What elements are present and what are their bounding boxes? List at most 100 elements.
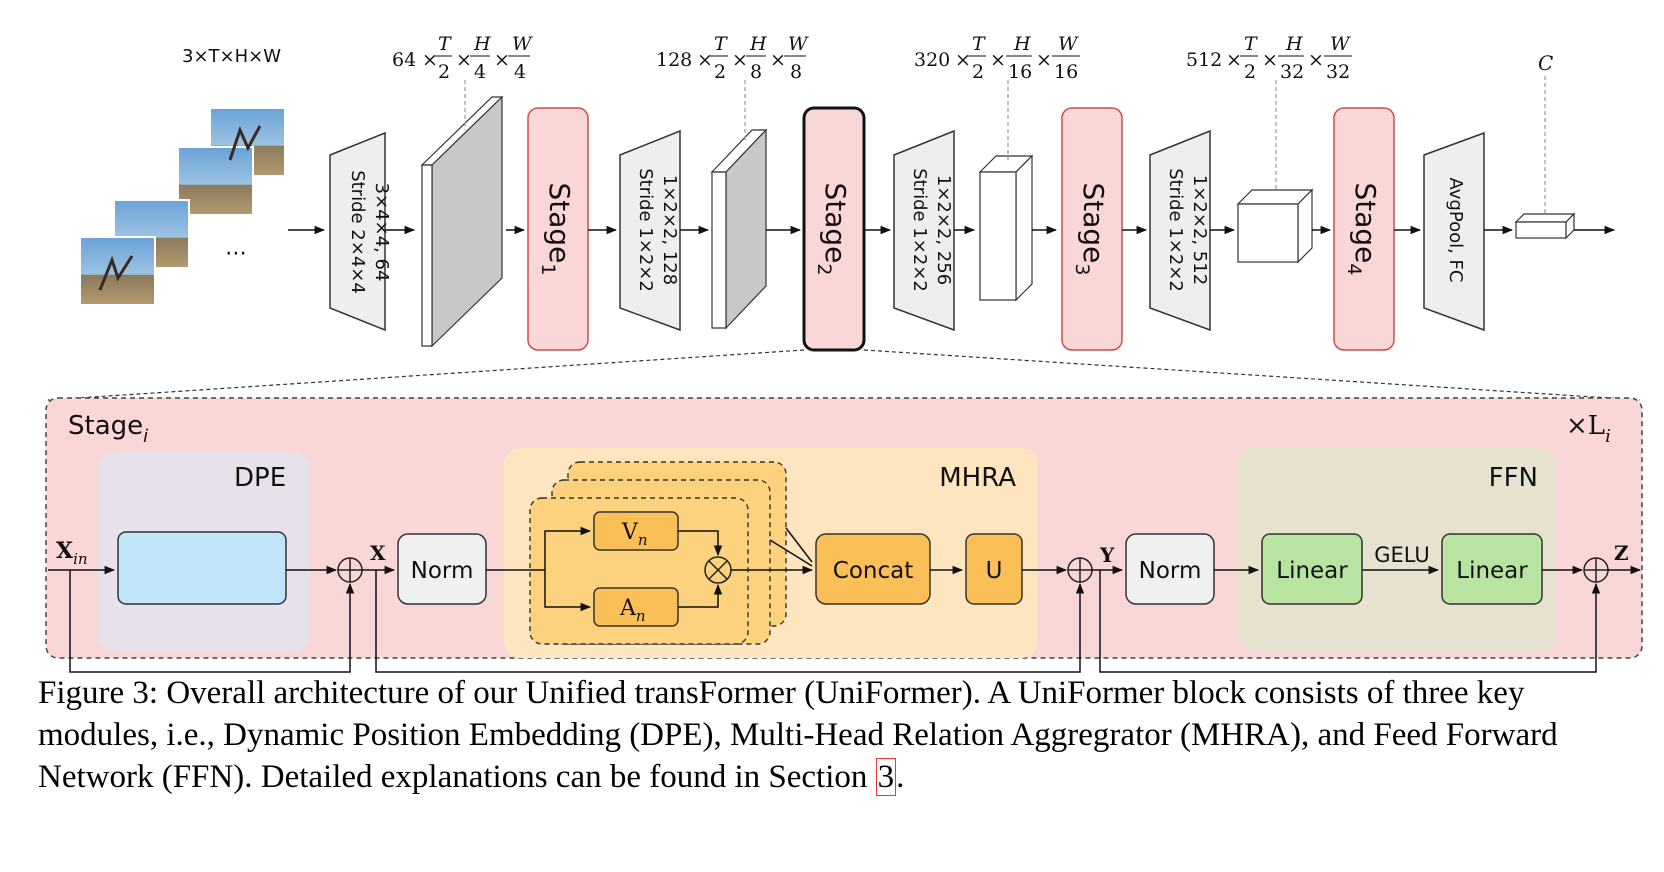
patch-embed-4: 1×2×2, 512 Stride 1×2×2: [1149, 129, 1211, 332]
svg-text:T: T: [438, 33, 452, 55]
output-dim-label: C: [1538, 51, 1553, 75]
repeat-label: ×Li: [1566, 411, 1611, 447]
svg-text:T: T: [1244, 33, 1258, 55]
svg-text:1×2×2, 512: 1×2×2, 512: [1189, 175, 1210, 285]
svg-text:×: ×: [732, 49, 748, 71]
svg-text:×: ×: [1036, 49, 1052, 71]
linear-1-box: [1261, 533, 1363, 605]
svg-text:32: 32: [1280, 61, 1304, 83]
svg-text:128: 128: [656, 49, 692, 71]
caption-text: Figure 3: Overall architecture of our Un…: [38, 675, 1558, 795]
svg-text:Stride 1×2×2: Stride 1×2×2: [1165, 168, 1186, 292]
zoom-line-right: [863, 349, 1641, 401]
svg-text:H: H: [1285, 33, 1303, 55]
svg-text:W: W: [512, 33, 533, 55]
add-icon-1: [337, 557, 363, 583]
add-icon-2: [1067, 557, 1093, 583]
svg-text:32: 32: [1326, 61, 1350, 83]
feature-map-1: [420, 95, 504, 348]
dims-label-3: 320 × T 2 × H 16 × W 16: [914, 33, 1080, 83]
svg-text:Stage2: Stage2: [813, 182, 852, 275]
section-reference-link[interactable]: 3: [875, 758, 897, 796]
norm-2-label: Norm: [1139, 558, 1202, 584]
svg-text:×: ×: [1262, 49, 1278, 71]
gelu-label: GELU: [1374, 543, 1430, 567]
x-in-label: Xin: [56, 538, 88, 568]
feature-map-2: [710, 128, 768, 330]
input-dims-label: 3×T×H×W: [182, 46, 281, 67]
svg-text:2: 2: [1244, 61, 1256, 83]
svg-text:Stage3: Stage3: [1071, 182, 1110, 275]
dims-label-1: 64 × T 2 × H 4 × W 4: [392, 33, 533, 83]
svg-text:4: 4: [474, 61, 486, 83]
u-box: [965, 533, 1023, 605]
svg-text:4: 4: [514, 61, 526, 83]
svg-text:16: 16: [1008, 61, 1032, 83]
mhra-title: MHRA: [939, 463, 1016, 493]
svg-text:W: W: [1058, 33, 1079, 55]
svg-text:H: H: [473, 33, 491, 55]
frames-ellipsis: ⋯: [225, 241, 247, 266]
zoom-line-left: [47, 349, 805, 401]
dwconv-box: [117, 531, 287, 605]
output-vector: [1514, 212, 1576, 240]
stage-1-block: Stage1: [527, 107, 589, 351]
svg-text:Stride 1×2×2: Stride 1×2×2: [909, 168, 930, 292]
svg-text:1×2×2, 128: 1×2×2, 128: [659, 175, 680, 285]
dpe-title: DPE: [234, 463, 286, 493]
svg-text:×: ×: [697, 49, 713, 71]
svg-text:2: 2: [438, 61, 450, 83]
linear-2-label: Linear: [1456, 558, 1528, 584]
svg-text:W: W: [788, 33, 809, 55]
svg-text:×: ×: [494, 49, 510, 71]
v-label: Vn: [621, 520, 648, 549]
patch-embed-2: 1×2×2, 128 Stride 1×2×2: [619, 129, 681, 332]
svg-text:Stage4: Stage4: [1343, 182, 1382, 275]
svg-text:H: H: [1013, 33, 1031, 55]
norm-1-label: Norm: [411, 558, 474, 584]
add-icon-3: [1583, 557, 1609, 583]
svg-text:T: T: [714, 33, 728, 55]
patch-embed-1-kernel: 3×4×4, 64: [371, 183, 392, 282]
stage-detail-title: Stagei: [68, 411, 148, 447]
svg-text:8: 8: [750, 61, 762, 83]
svg-text:2: 2: [972, 61, 984, 83]
svg-text:2: 2: [714, 61, 726, 83]
feature-map-4: [1236, 188, 1314, 264]
norm-1-box: [397, 533, 487, 605]
svg-text:×: ×: [955, 49, 971, 71]
stage-4-block: Stage4: [1333, 107, 1395, 351]
svg-text:W: W: [1330, 33, 1351, 55]
concat-label: Concat: [833, 558, 913, 584]
stage-2-block: Stage2: [802, 106, 866, 352]
svg-text:H: H: [749, 33, 767, 55]
patch-embed-1-stride: Stride 2×4×4: [347, 170, 368, 294]
svg-text:×: ×: [1226, 49, 1242, 71]
block-connections: [48, 526, 1642, 673]
svg-text:512: 512: [1186, 49, 1222, 71]
avgpool-fc-head: AvgPool, FC: [1423, 131, 1485, 332]
input-video-frames: [79, 107, 286, 306]
svg-text:16: 16: [1054, 61, 1078, 83]
caption-end: .: [896, 759, 905, 795]
ffn-title: FFN: [1489, 463, 1538, 493]
svg-text:×: ×: [422, 49, 438, 71]
dims-label-2: 128 × T 2 × H 8 × W 8: [656, 33, 809, 83]
svg-text:T: T: [972, 33, 986, 55]
patch-embed-3: 1×2×2, 256 Stride 1×2×2: [893, 129, 955, 332]
a-label: An: [619, 596, 646, 625]
z-label: Z: [1614, 541, 1629, 565]
head-label: AvgPool, FC: [1445, 178, 1466, 283]
linear-2-box: [1441, 533, 1543, 605]
feature-map-3: [978, 154, 1034, 302]
patch-embed-1: 3×4×4, 64 Stride 2×4×4: [329, 131, 392, 332]
svg-text:×: ×: [1308, 49, 1324, 71]
svg-text:64: 64: [392, 49, 416, 71]
stage-3-block: Stage3: [1061, 107, 1123, 351]
concat-box: [815, 533, 931, 605]
y-label: Y: [1099, 543, 1115, 567]
x-label: X: [370, 541, 386, 565]
svg-text:×: ×: [456, 49, 472, 71]
svg-text:×: ×: [770, 49, 786, 71]
